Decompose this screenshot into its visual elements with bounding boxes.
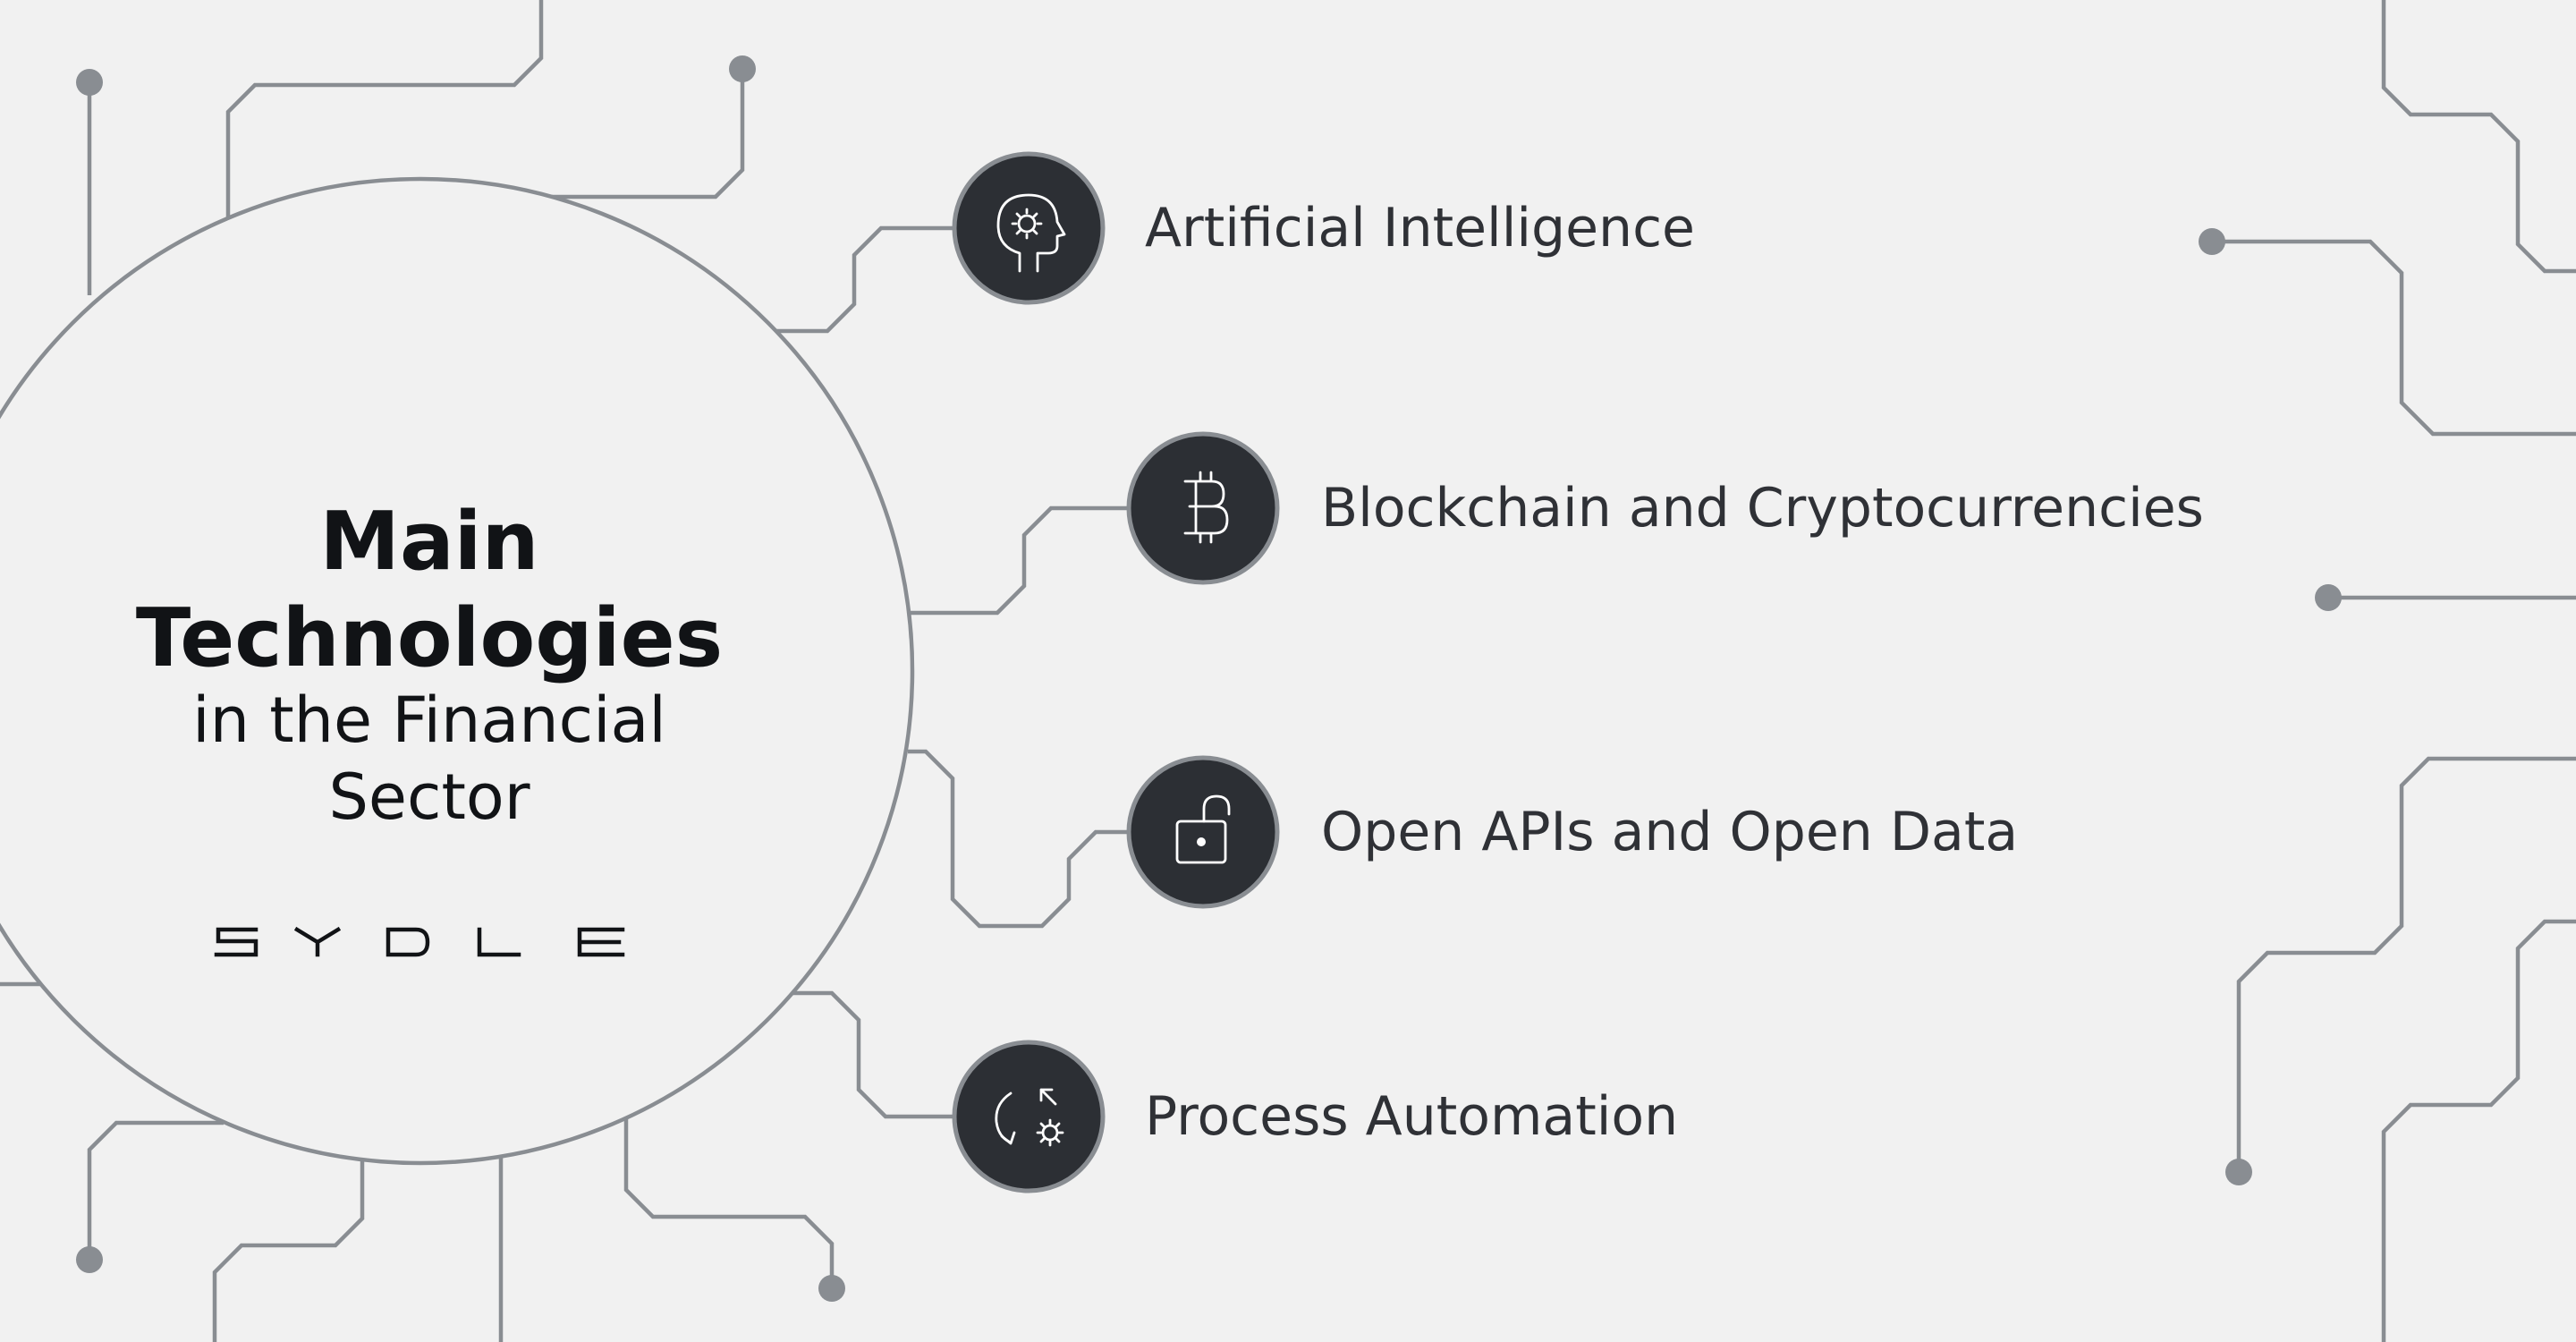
title-subtitle: in the Financial Sector [72, 682, 787, 836]
left-circuit-traces [0, 0, 1131, 1342]
node-blockchain [1126, 431, 1280, 585]
bitcoin-icon [1183, 471, 1229, 544]
title-main: Main Technologies [72, 494, 787, 687]
label-artificial-intelligence: Artificial Intelligence [1145, 197, 1695, 259]
unlocked-padlock-icon [1175, 794, 1231, 864]
node-open-apis [1126, 755, 1280, 909]
title-main-line2: Technologies [135, 591, 724, 685]
label-blockchain: Blockchain and Cryptocurrencies [1321, 477, 2204, 539]
ai-head-gear-icon [996, 193, 1066, 273]
automation-cycle-gear-icon [995, 1088, 1064, 1147]
sydle-logo-mark [214, 926, 625, 957]
title-sub-line1: in the Financial [192, 684, 666, 757]
label-open-apis: Open APIs and Open Data [1321, 801, 2019, 863]
node-artificial-intelligence [952, 151, 1106, 305]
label-process-automation: Process Automation [1145, 1085, 1679, 1148]
node-process-automation [952, 1040, 1106, 1193]
title-sub-line2: Sector [328, 760, 530, 834]
title-main-line1: Main [319, 495, 539, 589]
central-title-circle [0, 176, 915, 1166]
right-circuit-traces [2199, 0, 2576, 1342]
